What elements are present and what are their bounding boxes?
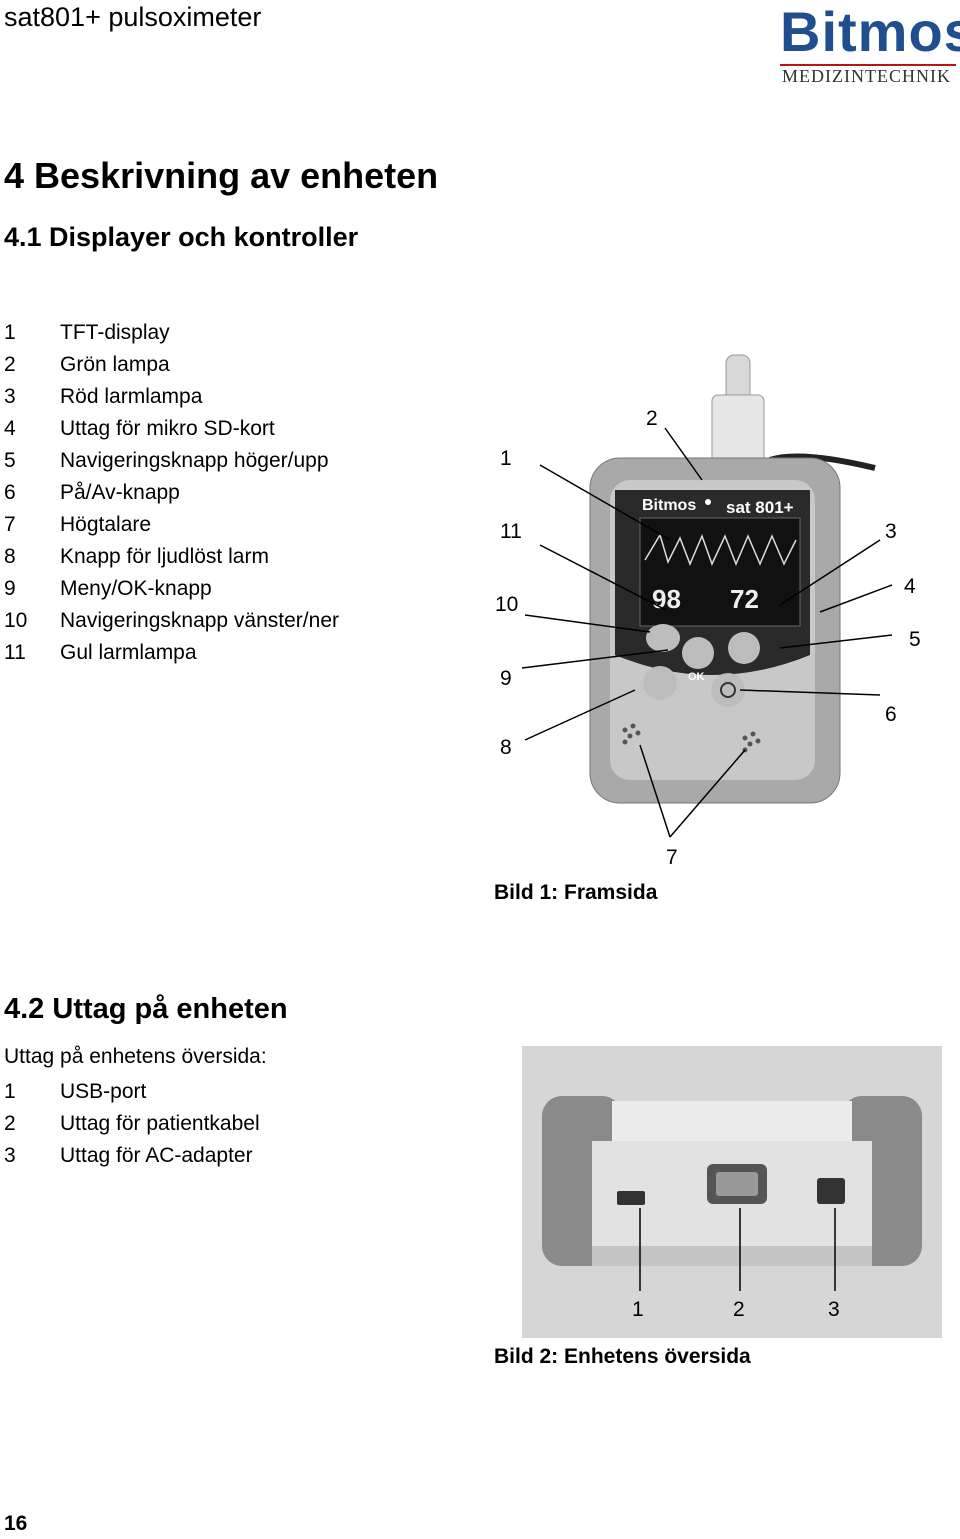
subsection-heading: 4.1 Displayer och kontroller bbox=[4, 222, 359, 252]
green-lamp bbox=[705, 499, 711, 505]
speaker-left bbox=[622, 723, 641, 745]
screen-pulse-value: 72 bbox=[730, 584, 759, 614]
callout-11: 11 bbox=[500, 520, 522, 543]
ac-adapter-port bbox=[817, 1178, 845, 1204]
callout-4: 4 bbox=[904, 575, 916, 598]
device-model-label: sat 801+ bbox=[726, 498, 794, 517]
document-title: sat801+ pulsoximeter bbox=[4, 2, 262, 32]
callout-7: 7 bbox=[666, 846, 678, 869]
figure2-caption: Bild 2: Enhetens översida bbox=[494, 1345, 751, 1368]
bitmos-logo: Bitmos MEDIZINTECHNIK bbox=[780, 2, 960, 94]
power-button[interactable] bbox=[711, 673, 745, 707]
ok-label: OK bbox=[688, 671, 705, 683]
callout-6: 6 bbox=[885, 703, 897, 726]
tft-display bbox=[639, 517, 801, 627]
alarm-silence-button[interactable] bbox=[643, 666, 677, 700]
callout-2: 2 bbox=[646, 407, 658, 430]
callout-1: 1 bbox=[500, 447, 512, 470]
device-base bbox=[592, 1246, 872, 1266]
figure1-caption: Bild 1: Framsida bbox=[494, 881, 658, 904]
section2-intro: Uttag på enhetens översida: bbox=[4, 1045, 267, 1068]
section-heading: 4 Beskrivning av enheten bbox=[4, 155, 439, 196]
screen-spo2-value: 98 bbox=[652, 584, 681, 614]
logo-tagline: MEDIZINTECHNIK bbox=[782, 66, 951, 86]
callout-lines bbox=[639, 1208, 836, 1291]
callout-2: 2 bbox=[733, 1298, 745, 1321]
power-icon bbox=[720, 682, 736, 698]
callout-3: 3 bbox=[828, 1298, 840, 1321]
callout-5: 5 bbox=[909, 628, 921, 651]
device-front-figure: Bitmos sat 801+ 98 72 OK 1 2 3 4 5 6 7 8… bbox=[495, 354, 921, 869]
callout-8: 8 bbox=[500, 736, 512, 759]
device-brand-label: Bitmos bbox=[642, 497, 696, 514]
logo-wordmark: Bitmos bbox=[780, 0, 960, 63]
page-number: 16 bbox=[4, 1512, 28, 1535]
nav-right-button[interactable] bbox=[728, 632, 760, 664]
logo-rule bbox=[780, 64, 956, 66]
callout-3: 3 bbox=[885, 520, 897, 543]
section2-heading: 4.2 Uttag på enheten bbox=[4, 993, 288, 1025]
callout-9: 9 bbox=[500, 667, 512, 690]
menu-ok-button[interactable] bbox=[682, 637, 714, 669]
usb-port bbox=[617, 1191, 645, 1205]
callout-1: 1 bbox=[632, 1298, 644, 1321]
callout-lines bbox=[521, 427, 893, 838]
cable-plug bbox=[711, 394, 765, 466]
device-top-panel bbox=[612, 1101, 852, 1141]
device-top-figure: 1 2 3 bbox=[522, 1046, 942, 1338]
callout-10: 10 bbox=[495, 593, 518, 616]
nav-left-button[interactable] bbox=[646, 624, 680, 652]
pleth-waveform bbox=[644, 533, 797, 566]
